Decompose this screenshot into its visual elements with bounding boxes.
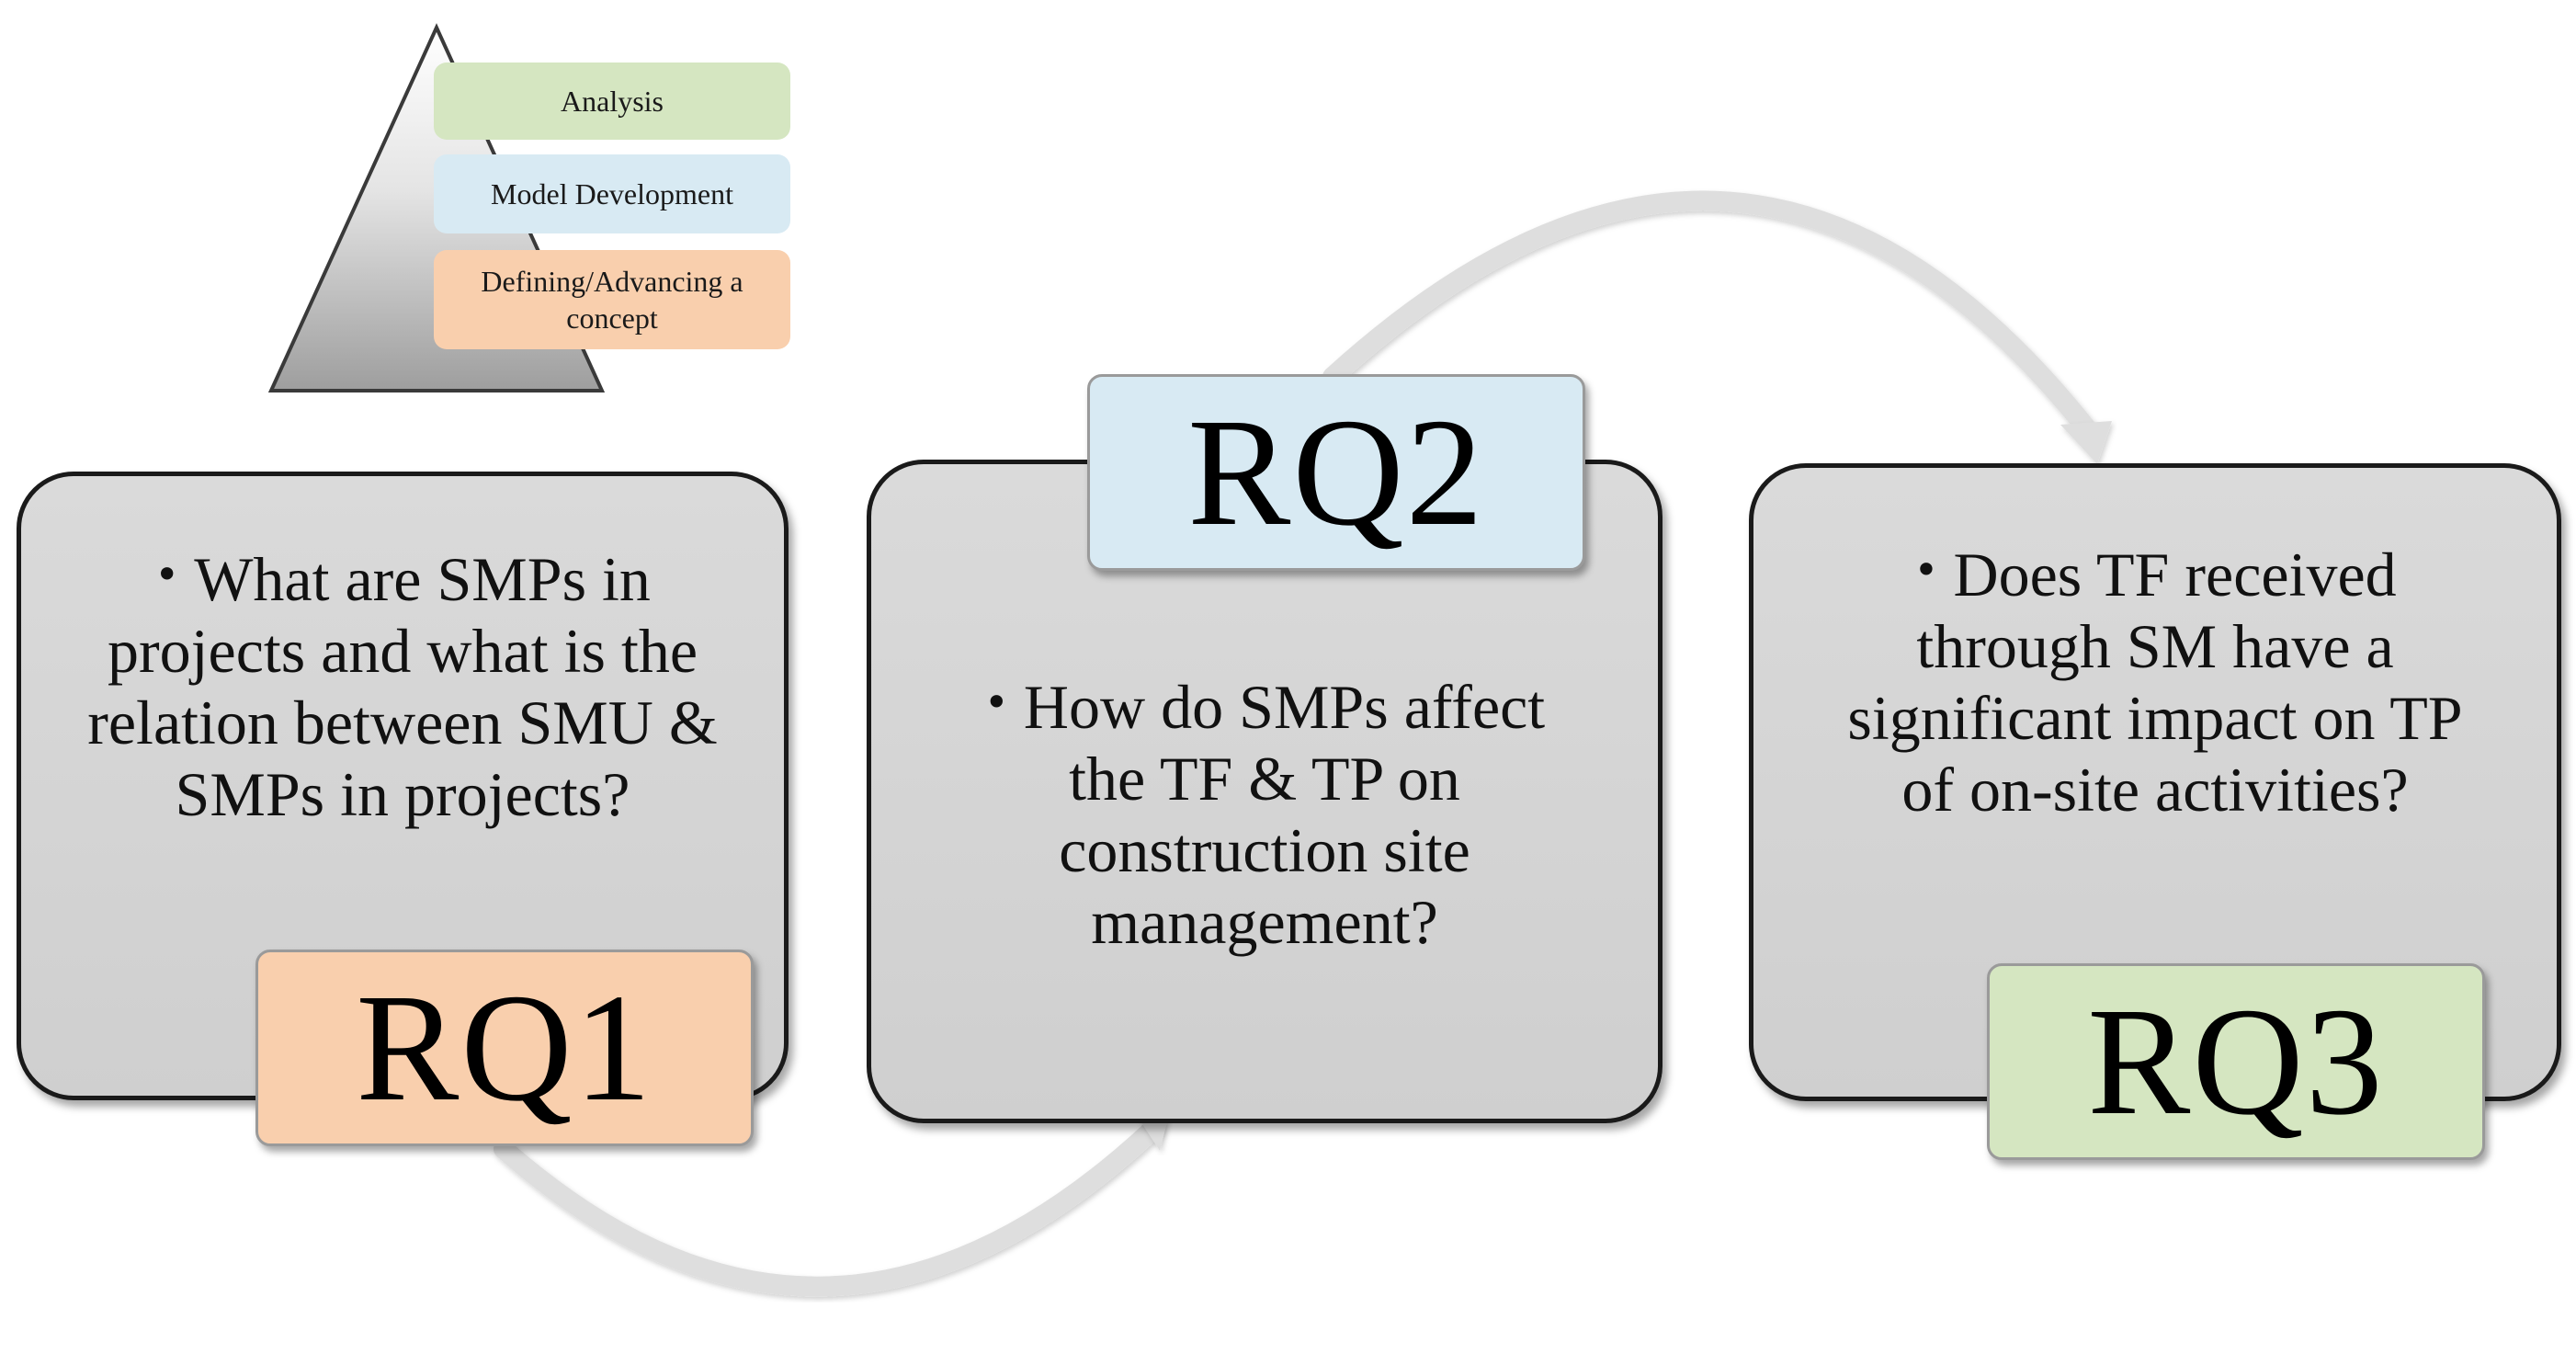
legend-item-model-development: Model Development	[434, 154, 790, 233]
arrow-rq2-to-rq3	[1322, 190, 2098, 440]
arrow-rq1-to-rq2	[494, 1119, 1163, 1297]
arrow-rq2-to-rq3-head	[2060, 421, 2112, 464]
legend-item-defining-concept: Defining/Advancing a concept	[434, 250, 790, 349]
bullet-icon: •	[1913, 545, 1939, 595]
rq3-label-text: RQ3	[2087, 975, 2385, 1147]
rq3-question-text: •Does TF received through SM have a sign…	[1753, 534, 2557, 825]
rq1-question-text: •What are SMPs in projects and what is t…	[21, 539, 784, 830]
legend-label-model-development: Model Development	[491, 177, 733, 210]
legend-item-analysis: Analysis	[434, 63, 790, 140]
bullet-icon: •	[154, 550, 180, 599]
rq3-label: RQ3	[1987, 963, 2485, 1160]
rq2-label: RQ2	[1087, 374, 1585, 571]
rq1-label-text: RQ1	[356, 961, 653, 1133]
rq1-label: RQ1	[255, 950, 754, 1146]
legend-label-analysis: Analysis	[561, 85, 664, 118]
legend-label-defining-concept: Defining/Advancing a concept	[481, 265, 743, 335]
rq2-question: How do SMPs affect the TF & TP on constr…	[1023, 672, 1546, 957]
rq3-question: Does TF received through SM have a signi…	[1847, 540, 2463, 825]
bullet-icon: •	[983, 677, 1009, 727]
rq2-question-text: • How do SMPs affect the TF & TP on const…	[871, 666, 1658, 958]
rq1-question: What are SMPs in projects and what is th…	[87, 544, 718, 829]
rq2-label-text: RQ2	[1187, 386, 1485, 558]
